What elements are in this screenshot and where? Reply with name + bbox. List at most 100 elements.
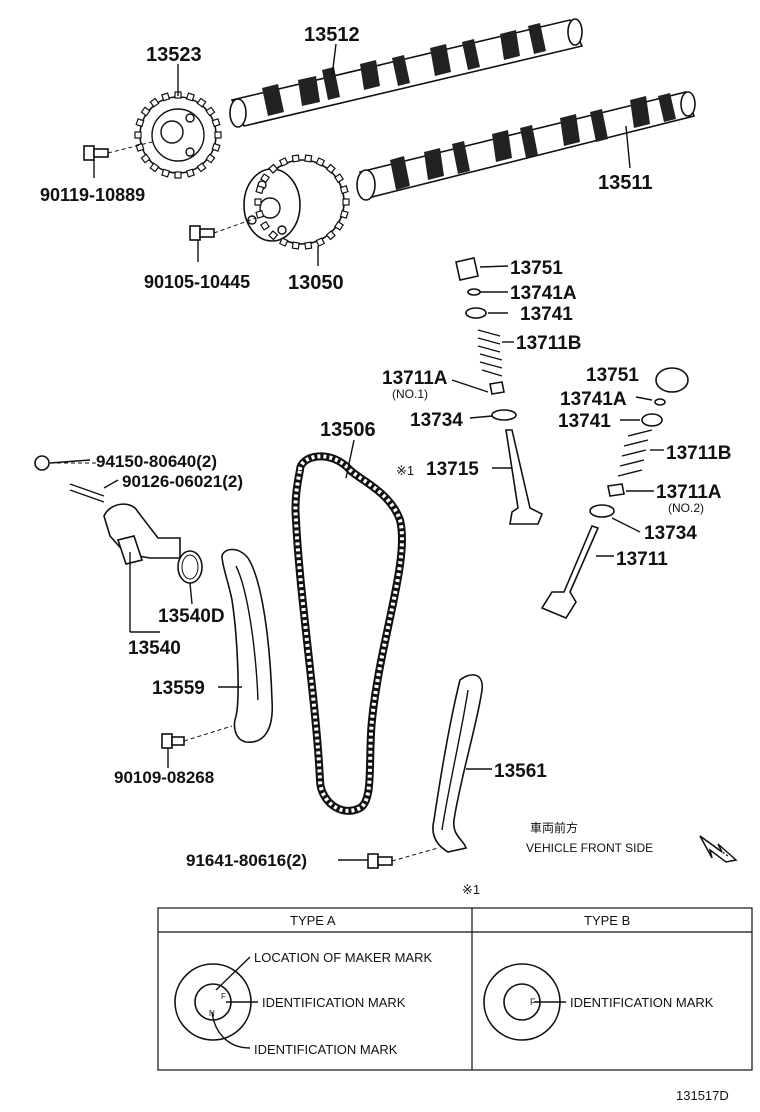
label-13715: 13715 — [426, 459, 479, 480]
gear-tooth — [211, 118, 221, 128]
gear-tooth — [205, 106, 216, 117]
label-13559: 13559 — [152, 678, 205, 699]
gear-tooth — [315, 157, 326, 167]
bolt-90109-08268 — [161, 725, 233, 768]
table-header-type-a: TYPE A — [290, 913, 336, 928]
label-13741-a: 13741 — [520, 304, 573, 325]
chain-guide-13561 — [432, 674, 483, 853]
gear-tooth — [161, 168, 171, 178]
gear-tooth — [342, 198, 350, 206]
gear-tooth — [255, 185, 265, 195]
label-13711: 13711 — [616, 549, 668, 570]
gear-tooth — [339, 185, 349, 195]
label-91641: 91641-80616(2) — [186, 851, 307, 870]
label-13711B-b: 13711B — [666, 443, 732, 464]
gear-tooth — [140, 153, 151, 164]
gear-tooth — [196, 97, 207, 108]
camshaft-13511 — [356, 91, 696, 201]
camshaft-13512 — [229, 18, 584, 128]
label-13711B-a: 13711B — [516, 333, 582, 354]
label-13711A-a: 13711A — [382, 368, 448, 389]
label-ident-mark-a: IDENTIFICATION MARK — [262, 995, 406, 1010]
label-13734-b: 13734 — [644, 523, 697, 544]
front-label-en: VEHICLE FRONT SIDE — [526, 841, 653, 855]
gear-tooth — [214, 131, 222, 139]
valve-type-table — [157, 907, 753, 1071]
gear-tooth — [304, 241, 313, 250]
gear-tooth — [325, 163, 336, 174]
bolt-91641-80616 — [338, 847, 439, 869]
label-13751-a: 13751 — [510, 258, 563, 279]
label-13741-b: 13741 — [558, 411, 611, 432]
gear-tooth — [134, 131, 142, 139]
label-13050: 13050 — [288, 272, 344, 294]
gear-tooth — [211, 142, 221, 152]
label-ident-mark-b: IDENTIFICATION MARK — [570, 995, 714, 1010]
gear-tooth — [334, 173, 344, 184]
ref-mark-1: ※1 — [396, 463, 414, 478]
gear-tooth — [325, 230, 336, 241]
label-94150: 94150-80640(2) — [96, 452, 217, 471]
label-13506: 13506 — [320, 419, 376, 441]
chain-guide-13559 — [221, 548, 274, 743]
vvt-gear-13050 — [243, 154, 350, 250]
gear-tooth — [268, 230, 279, 241]
gear-tooth — [291, 241, 300, 250]
label-13741A-a: 13741A — [510, 283, 577, 304]
figure-id: 131517D — [676, 1088, 729, 1103]
sprocket-13523 — [134, 91, 222, 179]
gear-tooth — [315, 237, 326, 247]
gear-tooth — [185, 92, 195, 102]
gear-tooth — [196, 162, 207, 173]
part-labels: 13523 13512 13511 90119-10889 90105-1044… — [40, 24, 732, 1103]
label-13561: 13561 — [494, 761, 547, 782]
label-90119-10889: 90119-10889 — [40, 185, 145, 205]
gear-tooth — [260, 173, 270, 184]
table-header-type-b: TYPE B — [584, 913, 630, 928]
label-maker-mark: LOCATION OF MAKER MARK — [254, 950, 432, 965]
gear-tooth — [278, 157, 289, 167]
label-13511: 13511 — [598, 172, 653, 194]
vehicle-front-arrow-icon — [699, 835, 738, 863]
gear-tooth — [254, 198, 262, 206]
label-13540: 13540 — [128, 638, 181, 659]
gear-tooth — [140, 106, 151, 117]
gear-tooth — [161, 92, 171, 102]
label-ident-mark-a2: IDENTIFICATION MARK — [254, 1042, 398, 1057]
gear-tooth — [149, 162, 160, 173]
label-90105-10445: 90105-10445 — [144, 272, 250, 292]
gear-tooth — [185, 168, 195, 178]
glyph-b: F — [530, 997, 536, 1007]
gear-tooth — [291, 154, 300, 163]
label-13751-b: 13751 — [586, 365, 639, 386]
label-90109: 90109-08268 — [114, 768, 214, 787]
gear-tooth — [304, 154, 313, 163]
label-13523: 13523 — [146, 44, 202, 66]
valve-set-no2 — [540, 367, 689, 619]
label-no1: (NO.1) — [392, 387, 428, 401]
gear-tooth — [339, 209, 349, 219]
glyph-a2: N — [209, 1009, 215, 1018]
table-ref-mark: ※1 — [462, 882, 480, 897]
label-13540D: 13540D — [158, 606, 225, 627]
gear-tooth — [268, 163, 279, 174]
glyph-a1: F — [221, 992, 226, 1001]
label-13512: 13512 — [304, 24, 360, 46]
gear-tooth — [260, 220, 270, 231]
label-13711A-b: 13711A — [656, 482, 722, 503]
valve-set-no1 — [455, 257, 544, 525]
gear-tooth — [149, 97, 160, 108]
gear-tooth — [278, 237, 289, 247]
gear-tooth — [135, 118, 145, 128]
gear-tooth — [174, 171, 182, 179]
label-no2: (NO.2) — [668, 501, 704, 515]
tensioner-13540 — [34, 455, 203, 584]
gear-tooth — [334, 220, 344, 231]
label-90126: 90126-06021(2) — [122, 472, 243, 491]
gear-tooth — [255, 209, 265, 219]
bolt-90105-10445 — [189, 217, 257, 262]
bolt-90119-10889 — [83, 141, 153, 178]
front-label-jp: 車両前方 — [530, 820, 578, 835]
